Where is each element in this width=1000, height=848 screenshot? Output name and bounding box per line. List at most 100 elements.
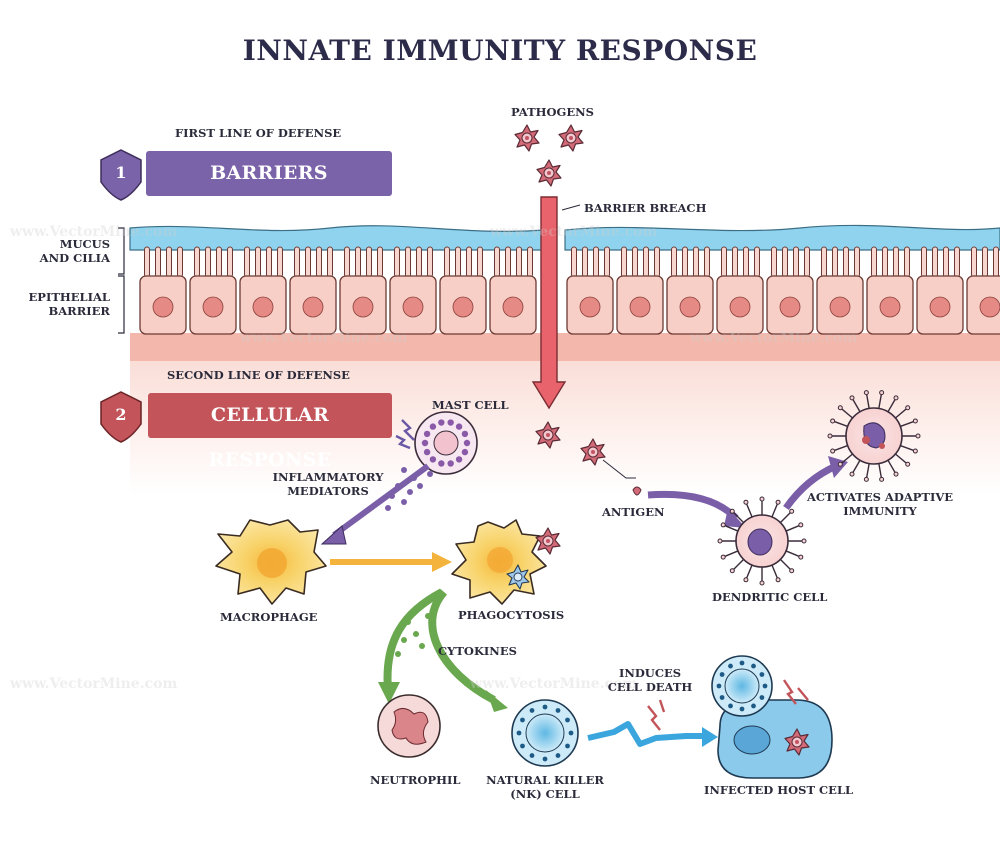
macrophage-label: MACROPHAGE xyxy=(220,610,317,624)
cilium xyxy=(145,247,150,277)
dendrite-tip xyxy=(730,569,734,573)
cilium xyxy=(378,247,383,277)
dendritic-cell-label: DENDRITIC CELL xyxy=(712,590,827,604)
watermark-text: www.VectorMine.com xyxy=(9,676,177,692)
dendrite-tip xyxy=(916,434,920,438)
dendrite-tip xyxy=(894,396,898,400)
second-line-heading: SECOND LINE OF DEFENSE xyxy=(167,368,350,382)
mast-cell xyxy=(415,412,477,474)
cell-nucleus xyxy=(780,297,800,317)
cell-nucleus xyxy=(630,297,650,317)
cilium xyxy=(855,247,860,277)
cell-nucleus xyxy=(580,297,600,317)
nk-granule xyxy=(565,744,570,749)
cilium xyxy=(406,247,411,277)
cilium xyxy=(805,247,810,277)
cell-nucleus xyxy=(503,297,523,317)
nk-granule xyxy=(760,672,765,677)
mast-granule xyxy=(424,449,430,455)
cilium xyxy=(994,247,999,277)
nk-granule xyxy=(556,753,561,758)
mediator-dot xyxy=(407,489,413,495)
cell-nucleus xyxy=(203,297,223,317)
inflammatory-line2: MEDIATORS xyxy=(268,484,388,498)
cilium xyxy=(872,247,877,277)
nk-attack-arrow-head xyxy=(702,727,718,747)
mucus-label-line2: AND CILIA xyxy=(10,251,110,265)
mast-granule xyxy=(447,460,453,466)
cilium xyxy=(156,247,161,277)
cell-death-icon xyxy=(648,706,660,730)
watermark-text: www.VectorMine.com xyxy=(239,330,407,346)
cell-nucleus xyxy=(880,297,900,317)
cell-nucleus xyxy=(253,297,273,317)
pathogen-icon xyxy=(537,160,561,186)
dendrite-tip xyxy=(850,396,854,400)
mast-granule xyxy=(456,423,462,429)
cilium xyxy=(317,247,322,277)
activates-line1: ACTIVATES ADAPTIVE xyxy=(800,490,960,504)
mediator-dot xyxy=(427,471,433,477)
neutrophil-cell xyxy=(378,695,440,757)
cilium xyxy=(944,247,949,277)
mast-granule xyxy=(462,431,468,437)
nk-granule xyxy=(720,695,725,700)
cell-nucleus xyxy=(930,297,950,317)
nk-granule xyxy=(717,684,722,689)
epithelial-label-line1: EPITHELIAL xyxy=(10,290,110,304)
cilium xyxy=(467,247,472,277)
cilium xyxy=(833,247,838,277)
cilium xyxy=(195,247,200,277)
mast-granule xyxy=(462,449,468,455)
mast-granule xyxy=(438,419,444,425)
pathogens-label: PATHOGENS xyxy=(511,105,594,119)
cell-nucleus xyxy=(680,297,700,317)
cilium xyxy=(278,247,283,277)
activates-label: ACTIVATES ADAPTIVE IMMUNITY xyxy=(800,490,960,519)
epithelial-label-line2: BARRIER xyxy=(10,304,110,318)
dendrite-tip xyxy=(790,509,794,513)
dendrite-tip xyxy=(913,419,917,423)
dendrite-tip xyxy=(880,477,884,481)
cell-nucleus xyxy=(303,297,323,317)
mast-granule xyxy=(424,431,430,437)
dendrite-tip xyxy=(880,391,884,395)
cilium xyxy=(594,247,599,277)
nk-granule xyxy=(517,731,522,736)
nk-granule xyxy=(751,704,756,709)
induces-line2: CELL DEATH xyxy=(600,680,700,694)
page-title: INNATE IMMUNITY RESPONSE xyxy=(0,34,1000,67)
cilium xyxy=(445,247,450,277)
nk-granule xyxy=(543,757,548,762)
cilium xyxy=(644,247,649,277)
dendrite-tip xyxy=(776,578,780,582)
cilium xyxy=(206,247,211,277)
barriers-banner: BARRIERS xyxy=(146,151,392,196)
dendrite-tip xyxy=(838,462,842,466)
antigen-label: ANTIGEN xyxy=(602,505,664,519)
cytokines-label: CYTOKINES xyxy=(438,644,517,658)
dendrite-tip xyxy=(799,555,803,559)
first-line-heading: FIRST LINE OF DEFENSE xyxy=(175,126,341,140)
orange-arrow-head xyxy=(432,552,452,572)
cytokine-dot xyxy=(405,619,411,625)
cilium xyxy=(228,247,233,277)
pathogen-icon xyxy=(515,125,539,151)
dendrite-tip xyxy=(864,477,868,481)
cilium xyxy=(417,247,422,277)
cilium xyxy=(983,247,988,277)
cilium xyxy=(495,247,500,277)
cilium xyxy=(622,247,627,277)
cell-nucleus xyxy=(980,297,1000,317)
cilium xyxy=(478,247,483,277)
breach-leader xyxy=(562,205,580,210)
mediator-dot xyxy=(385,505,391,511)
dendrite-tip xyxy=(721,555,725,559)
cilium xyxy=(794,247,799,277)
dendrite-tip xyxy=(799,523,803,527)
cilium xyxy=(528,247,533,277)
cilia-group xyxy=(145,247,1000,277)
nk-granule xyxy=(530,708,535,713)
inflammatory-mediators-label: INFLAMMATORY MEDIATORS xyxy=(268,470,388,499)
